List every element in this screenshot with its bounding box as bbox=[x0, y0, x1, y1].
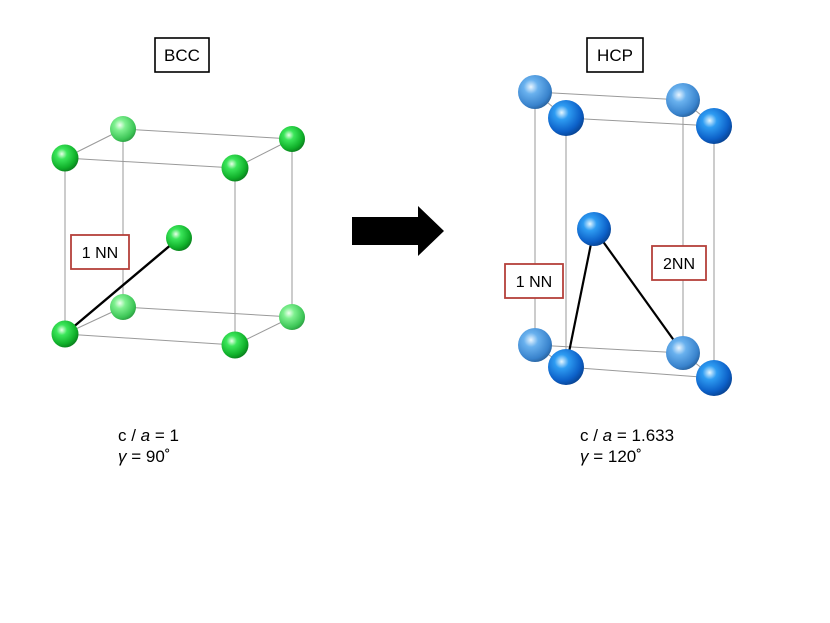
hcp-parameters: c / a = 1.633 γ = 120˚ bbox=[580, 425, 674, 467]
bcc-angle-value: = 90˚ bbox=[126, 447, 171, 466]
bcc-atom bbox=[110, 294, 136, 320]
bcc-ratio-prefix: c / bbox=[118, 426, 141, 445]
hcp-atom bbox=[548, 100, 584, 136]
bcc-atom bbox=[279, 126, 305, 152]
hcp-atom bbox=[548, 349, 584, 385]
hcp-atom bbox=[518, 75, 552, 109]
hcp-ratio-value: = 1.633 bbox=[612, 426, 675, 445]
hcp-atom bbox=[666, 83, 700, 117]
hcp-atom bbox=[518, 328, 552, 362]
transition-arrow bbox=[352, 206, 444, 256]
hcp-1nn-bond bbox=[564, 228, 596, 368]
hcp-ratio-prefix: c / bbox=[580, 426, 603, 445]
bcc-atom bbox=[51, 144, 79, 172]
bcc-parameters: c / a = 1 γ = 90˚ bbox=[118, 425, 179, 467]
hcp-2nn-label-box bbox=[651, 245, 707, 281]
hcp-2nn-bond bbox=[593, 228, 684, 354]
bcc-atom bbox=[110, 116, 136, 142]
hcp-1nn-label: 1 NN bbox=[516, 274, 552, 291]
hcp-structure: HCP 1 NN 2NN bbox=[504, 37, 732, 396]
hcp-angle: γ = 120˚ bbox=[580, 446, 674, 467]
hcp-title-box bbox=[586, 37, 644, 73]
bcc-atom bbox=[279, 304, 305, 330]
bcc-1nn-bond bbox=[64, 237, 180, 335]
bcc-atom bbox=[51, 320, 79, 348]
hcp-atom bbox=[577, 212, 611, 246]
bcc-angle: γ = 90˚ bbox=[118, 446, 179, 467]
hcp-angle-var: γ bbox=[580, 447, 589, 466]
hcp-ratio-var: a bbox=[602, 426, 613, 445]
bcc-ratio: c / a = 1 bbox=[118, 425, 179, 446]
bcc-structure: BCC 1 NN bbox=[51, 37, 305, 359]
hcp-atom bbox=[696, 360, 732, 396]
bcc-atom bbox=[221, 154, 249, 182]
bcc-atom bbox=[221, 331, 249, 359]
hcp-cell-edges bbox=[534, 91, 715, 379]
bcc-ratio-value: = 1 bbox=[150, 426, 179, 445]
bcc-title-box bbox=[154, 37, 210, 73]
bcc-1nn-label-box bbox=[70, 234, 130, 270]
bcc-angle-var: γ bbox=[118, 447, 127, 466]
hcp-title: HCP bbox=[597, 46, 633, 65]
bcc-ratio-var: a bbox=[140, 426, 151, 445]
bcc-atom bbox=[166, 225, 192, 251]
hcp-angle-value: = 120˚ bbox=[588, 447, 642, 466]
hcp-2nn-label: 2NN bbox=[663, 256, 695, 273]
hcp-atom bbox=[696, 108, 732, 144]
hcp-ratio: c / a = 1.633 bbox=[580, 425, 674, 446]
hcp-1nn-label-box bbox=[504, 263, 564, 299]
bcc-1nn-label: 1 NN bbox=[82, 245, 118, 262]
bcc-title: BCC bbox=[164, 46, 200, 65]
hcp-atom bbox=[666, 336, 700, 370]
